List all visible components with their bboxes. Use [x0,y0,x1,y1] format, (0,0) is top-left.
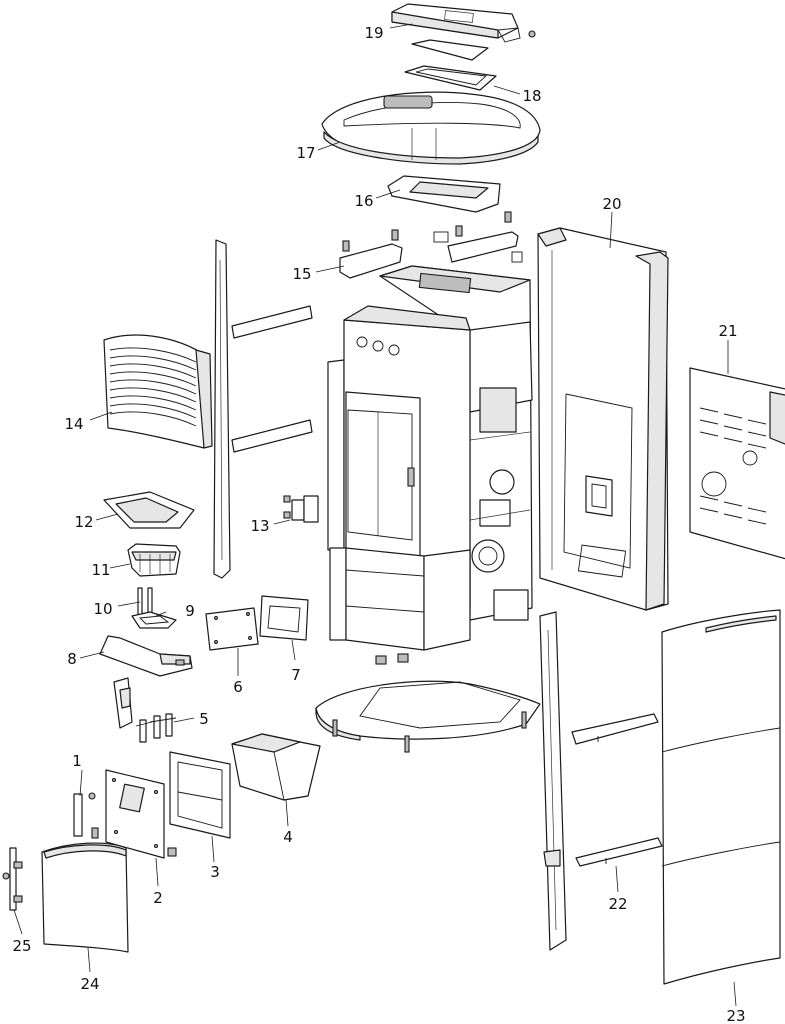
part-13-hinge [283,495,319,523]
callout-labels: 1 2 3 4 5 6 7 8 9 10 11 12 13 14 15 16 1… [12,24,745,1024]
part-2-back-plate [105,769,177,859]
callout-10: 10 [93,600,112,618]
part-15-upper-brackets [339,211,523,279]
right-front-rail [539,611,567,951]
left-side-rail [213,239,313,579]
callout-9: 9 [185,602,195,620]
part-12-ash-tray [103,491,195,529]
callout-2: 2 [153,889,163,907]
part-24-ash-door [41,842,129,953]
callout-4: 4 [283,828,293,846]
part-18-plate-and-gasket [404,39,497,91]
callout-13: 13 [250,517,269,535]
callout-20: 20 [602,195,621,213]
stove-main-body [327,265,533,651]
part-1-handle [73,792,99,839]
callout-7: 7 [291,666,301,684]
callout-24: 24 [80,975,99,993]
callout-23: 23 [726,1007,745,1024]
part-16-bracket [387,175,501,213]
callout-8: 8 [67,650,77,668]
part-8-inner-tray [99,635,193,677]
callout-16: 16 [354,192,373,210]
part-19-top-lid [391,3,536,43]
part-6-panel [205,607,259,651]
part-7-gasket-frame [259,595,309,641]
callout-19: 19 [364,24,383,42]
callout-22: 22 [608,895,627,913]
part-14-front-grille [103,334,213,449]
part-23-front-door [661,609,781,985]
callout-6: 6 [233,678,243,696]
part-3-door-frame [169,751,231,839]
callout-25: 25 [12,937,31,955]
part-22-brackets [571,713,663,867]
part-9-grate [131,611,177,629]
part-21-rear-panel [689,367,785,560]
callout-18: 18 [522,87,541,105]
part-11-burn-pot [127,543,181,577]
callout-5: 5 [199,710,209,728]
callout-1: 1 [72,752,82,770]
part-17-top-cover [321,91,541,165]
leader-lines [13,23,737,1007]
part-5-clips [113,677,177,743]
callout-3: 3 [210,863,220,881]
callout-14: 14 [64,415,83,433]
callout-12: 12 [74,513,93,531]
base-plate [315,653,541,753]
callout-11: 11 [91,561,110,579]
part-4-hopper-box [231,733,321,801]
callout-17: 17 [296,144,315,162]
callout-15: 15 [292,265,311,283]
rear-vent-slots [699,407,767,525]
part-25-hinge-pins [2,847,23,911]
part-20-side-panel [537,227,669,611]
callout-21: 21 [718,322,737,340]
